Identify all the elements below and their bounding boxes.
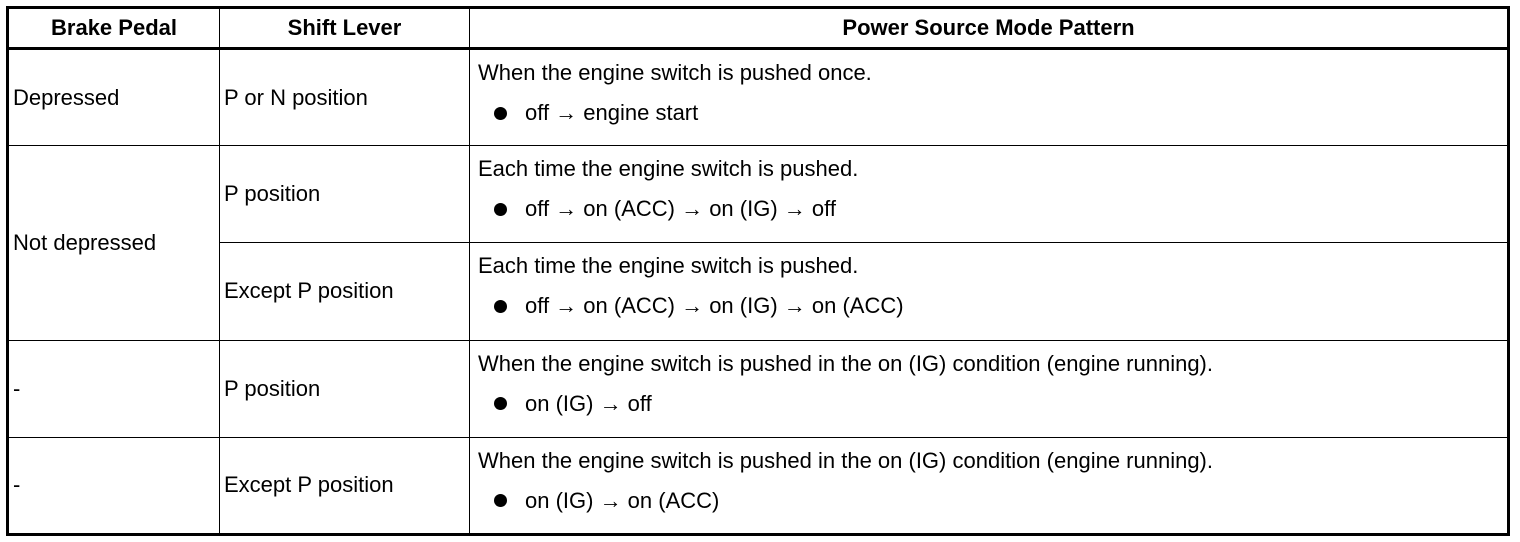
pattern-title: When the engine switch is pushed in the … [478, 447, 1213, 473]
shift-lever-cell: P position [219, 339, 470, 438]
table-body: Depressed P or N position When the engin… [7, 47, 1509, 536]
pattern-step: on (IG) → off [478, 391, 1499, 417]
brake-pedal-cell: - [7, 339, 220, 438]
pattern-cell: When the engine switch is pushed in the … [469, 339, 1509, 438]
pattern-cell: Each time the engine switch is pushed. o… [469, 242, 1509, 341]
bullet-icon [494, 494, 507, 508]
brake-pedal-cell: - [7, 436, 220, 536]
bullet-icon [494, 202, 507, 216]
pattern-step: off → on (ACC) → on (IG) → off [478, 196, 1499, 222]
shift-lever-cell: P position [219, 145, 470, 244]
table-header: Brake Pedal Shift Lever Power Source Mod… [7, 7, 1509, 50]
pattern-step-text: on (IG) → on (ACC) [525, 487, 720, 513]
pattern-step-text: off → on (ACC) → on (IG) → on (ACC) [525, 293, 904, 319]
pattern-title: Each time the engine switch is pushed. [478, 156, 859, 182]
pattern-cell: When the engine switch is pushed once. o… [469, 47, 1509, 147]
bullet-icon [494, 106, 507, 120]
header-row: Brake Pedal Shift Lever Power Source Mod… [7, 7, 1509, 50]
header-pattern: Power Source Mode Pattern [469, 7, 1509, 50]
header-shift-lever: Shift Lever [219, 7, 470, 50]
pattern-title: Each time the engine switch is pushed. [478, 253, 859, 279]
table-row: - Except P position When the engine swit… [7, 436, 1509, 536]
pattern-step-text: off → engine start [525, 100, 699, 125]
header-brake-pedal: Brake Pedal [7, 7, 220, 50]
bullet-icon [494, 397, 507, 411]
power-source-mode-table: Brake Pedal Shift Lever Power Source Mod… [6, 6, 1510, 536]
pattern-title: When the engine switch is pushed once. [478, 60, 872, 85]
power-source-table-wrapper: Brake Pedal Shift Lever Power Source Mod… [6, 6, 1510, 536]
shift-lever-cell: Except P position [219, 242, 470, 341]
table-row: - P position When the engine switch is p… [7, 339, 1509, 438]
brake-pedal-cell: Depressed [7, 47, 220, 147]
pattern-step: off → on (ACC) → on (IG) → on (ACC) [478, 293, 1499, 319]
pattern-step-text: on (IG) → off [525, 390, 652, 416]
pattern-title: When the engine switch is pushed in the … [478, 350, 1213, 376]
pattern-step: off → engine start [478, 100, 1499, 126]
table-row: Depressed P or N position When the engin… [7, 47, 1509, 147]
brake-pedal-cell: Not depressed [7, 145, 220, 341]
shift-lever-cell: P or N position [219, 47, 470, 147]
pattern-cell: Each time the engine switch is pushed. o… [469, 145, 1509, 244]
table-row: Not depressed P position Each time the e… [7, 145, 1509, 341]
shift-lever-cell: Except P position [219, 436, 470, 536]
pattern-step: on (IG) → on (ACC) [478, 488, 1499, 514]
table-row: Except P position Each time the engine s… [8, 242, 1509, 341]
bullet-icon [494, 299, 507, 313]
pattern-step-text: off → on (ACC) → on (IG) → off [525, 196, 836, 222]
pattern-cell: When the engine switch is pushed in the … [469, 436, 1509, 536]
